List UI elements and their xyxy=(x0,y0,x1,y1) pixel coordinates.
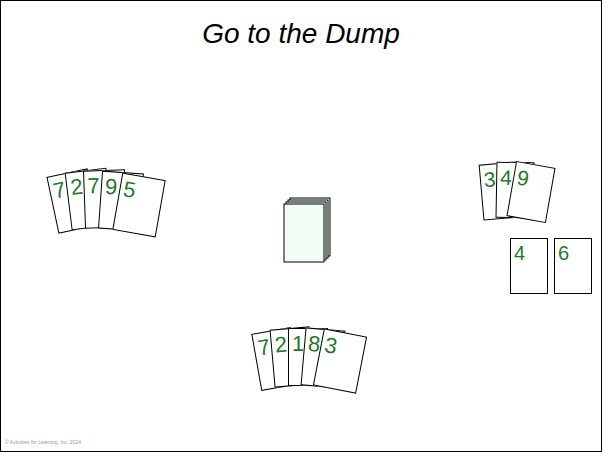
card-number: 2 xyxy=(69,176,84,199)
card-number: 9 xyxy=(104,176,118,199)
game-title: Go to the Dump xyxy=(0,18,602,50)
card-number: 2 xyxy=(274,333,288,356)
card-number: 3 xyxy=(483,168,496,190)
card-number: 6 xyxy=(558,243,569,263)
number-card: 4 xyxy=(510,238,548,294)
number-card: 6 xyxy=(554,238,592,294)
number-card: 3 xyxy=(313,328,367,393)
card-number: 7 xyxy=(87,175,100,197)
card-number: 5 xyxy=(122,178,138,202)
card-number: 9 xyxy=(516,167,531,190)
number-card: 9 xyxy=(506,161,555,223)
card-number: 3 xyxy=(323,334,339,358)
copyright-note: © Activities for Learning, Inc. 2024 xyxy=(5,439,81,445)
number-card: 5 xyxy=(112,173,165,238)
card-number: 4 xyxy=(500,167,512,188)
card-number: 4 xyxy=(514,243,525,263)
